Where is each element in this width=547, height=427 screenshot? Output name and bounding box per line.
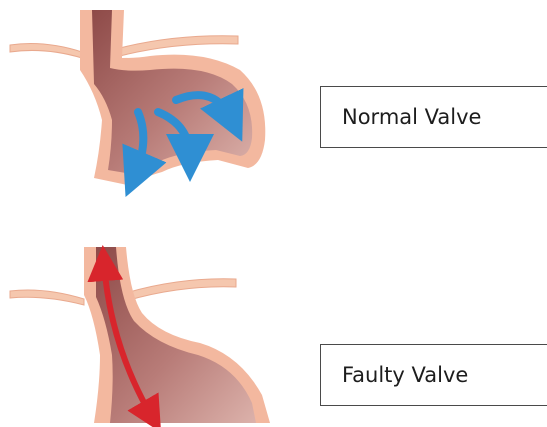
diaphragm-right — [120, 36, 238, 56]
diaphragm-left — [10, 44, 82, 58]
normal-valve-illustration — [0, 0, 290, 200]
faulty-valve-illustration — [0, 235, 290, 427]
faulty-valve-label-box: Faulty Valve — [320, 344, 547, 406]
normal-valve-label-box: Normal Valve — [320, 86, 547, 148]
diaphragm-left — [10, 290, 84, 305]
normal-valve-label: Normal Valve — [342, 105, 481, 129]
diaphragm-right — [126, 279, 236, 301]
faulty-valve-label: Faulty Valve — [342, 363, 468, 387]
